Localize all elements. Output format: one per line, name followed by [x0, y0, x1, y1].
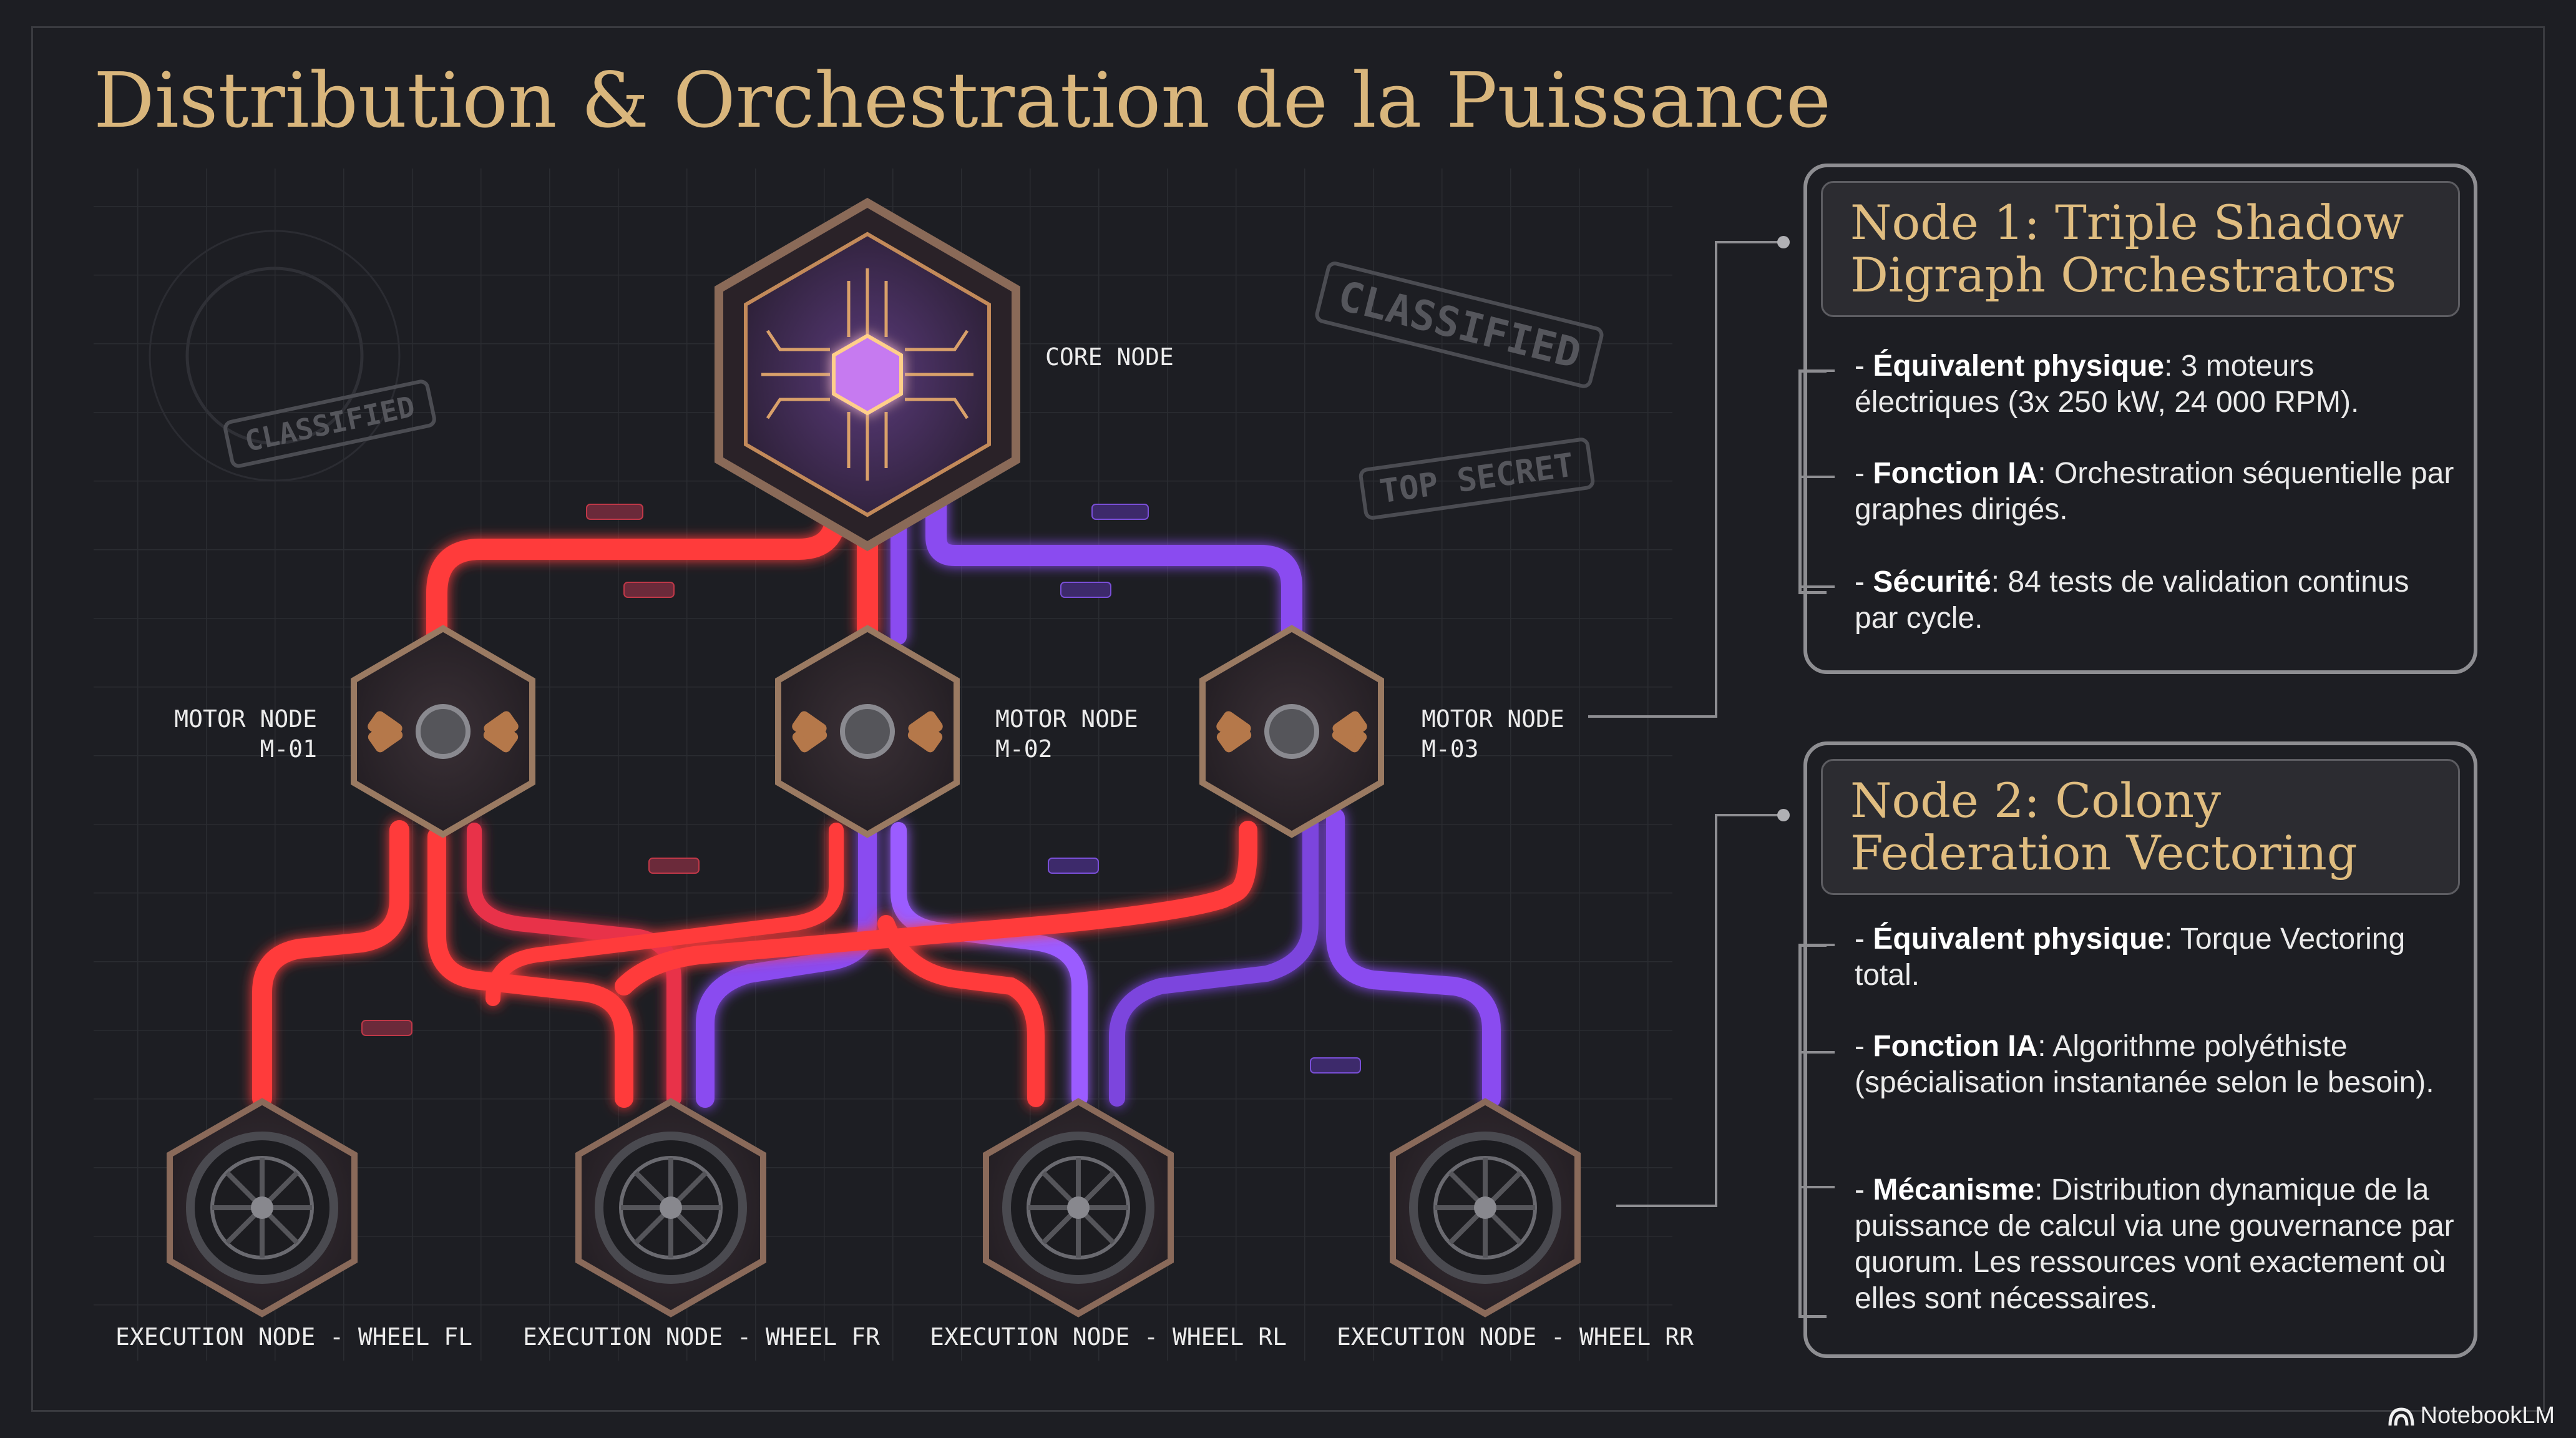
bullet-label: Fonction IA — [1873, 457, 2038, 490]
bullet-text: : Torque Vectoring total. — [1855, 922, 2406, 992]
pipe-m03-rl2 — [1109, 816, 1319, 1107]
pipe-m03-rr — [1326, 808, 1501, 1108]
bullet-label: Sécurité — [1873, 565, 1991, 599]
bracket-tick — [1798, 369, 1835, 372]
branding-label: NotebookLM — [2420, 1402, 2555, 1429]
bullet-text: : 3 moteurs électriques (3x 250 kW, 24 0… — [1855, 350, 2359, 419]
bracket-tick — [1798, 585, 1835, 588]
motor-label-line2: M-03 — [1422, 735, 1479, 763]
bullet-label: Mécanisme — [1873, 1173, 2035, 1206]
bracket-tick — [1798, 944, 1835, 946]
bracket-tick — [1798, 1051, 1835, 1054]
bullet-text: : Distribution dynamique de la puissance… — [1855, 1173, 2454, 1315]
motor-node-m03 — [1199, 625, 1384, 838]
bullet-text: : Orchestration séquentielle par graphes… — [1855, 457, 2454, 526]
notebooklm-logo: NotebookLM — [2388, 1402, 2555, 1429]
panel-node-1: Node 1: Triple Shadow Digraph Orchestrat… — [1798, 164, 2477, 674]
bracket-tick — [1798, 1186, 1835, 1188]
bullet-text: : 84 tests de validation continus par cy… — [1855, 565, 2409, 635]
bullet-label: Fonction IA — [1873, 1030, 2038, 1063]
outer-frame — [31, 26, 2545, 1412]
wheel-node-rr — [1390, 1098, 1581, 1318]
panel-1-bullet-2: - Fonction IA: Orchestration séquentiell… — [1855, 457, 2454, 526]
panel-node-2: Node 2: Colony Federation Vectoring - Éq… — [1798, 741, 2477, 1358]
panel-2-bullet-3: - Mécanisme: Distribution dynamique de l… — [1855, 1173, 2454, 1315]
bullet-text: : Algorithme polyéthiste (spécialisation… — [1855, 1030, 2434, 1099]
motor-node-m02 — [775, 625, 960, 838]
panel-1-title: Node 1: Triple Shadow Digraph Orchestrat… — [1821, 181, 2460, 317]
pipe-m02-fl2 — [485, 823, 844, 1006]
connector-node2 — [1616, 814, 1783, 1207]
motor-label-line2: M-01 — [260, 735, 317, 763]
bullet-label: Équivalent physique — [1873, 922, 2165, 956]
motor-label-line1: MOTOR NODE — [1422, 705, 1564, 733]
core-node — [715, 197, 1020, 552]
connector-dot-1 — [1777, 236, 1790, 248]
panel-2-bracket — [1798, 944, 1827, 1318]
motor-label-line1: MOTOR NODE — [174, 705, 317, 733]
panel-2-bullet-1: - Équivalent physique: Torque Vectoring … — [1855, 922, 2406, 992]
pipe-cross-m03 — [615, 821, 1257, 995]
bullet-label: Équivalent physique — [1873, 350, 2165, 383]
pipe-core-m03 — [925, 439, 1302, 653]
panel-1-bullet-1: - Équivalent physique: 3 moteurs électri… — [1855, 350, 2359, 419]
panel-1-bullet-3: - Sécurité: 84 tests de validation conti… — [1855, 565, 2409, 635]
core-node-label: CORE NODE — [1045, 343, 1174, 371]
motor-node-label-m03: MOTOR NODE M-03 — [1422, 704, 1564, 764]
motor-node-label-m01: MOTOR NODE M-01 — [173, 704, 317, 764]
panel-2-title: Node 2: Colony Federation Vectoring — [1821, 759, 2460, 895]
bracket-tick — [1798, 476, 1835, 478]
connector-dot-2 — [1777, 809, 1790, 821]
motor-node-label-m02: MOTOR NODE M-02 — [995, 704, 1138, 764]
connector-node1 — [1588, 241, 1783, 718]
pipe-m01-fr — [427, 827, 633, 1108]
pipe-m02-rl — [877, 915, 1045, 1107]
panel-2-bullet-2: - Fonction IA: Algorithme polyéthiste (s… — [1855, 1030, 2434, 1099]
wheel-node-rl — [983, 1098, 1174, 1318]
wheel-label-rl: EXECUTION NODE - WHEEL RL — [930, 1323, 1287, 1351]
page-title: Distribution & Orchestration de la Puiss… — [94, 56, 1832, 145]
wheel-label-rr: EXECUTION NODE - WHEEL RR — [1337, 1323, 1694, 1351]
panel-1-bracket — [1798, 369, 1827, 594]
motor-label-line2: M-02 — [995, 735, 1053, 763]
wheel-label-fl: EXECUTION NODE - WHEEL FL — [115, 1323, 472, 1351]
wheel-label-fr: EXECUTION NODE - WHEEL FR — [523, 1323, 880, 1351]
notebooklm-icon — [2388, 1407, 2414, 1426]
wheel-node-fr — [575, 1098, 766, 1318]
pipe-m01-fl — [252, 820, 409, 1108]
wheel-node-fl — [167, 1098, 358, 1318]
motor-label-line1: MOTOR NODE — [995, 705, 1138, 733]
motor-node-m01 — [351, 625, 535, 838]
